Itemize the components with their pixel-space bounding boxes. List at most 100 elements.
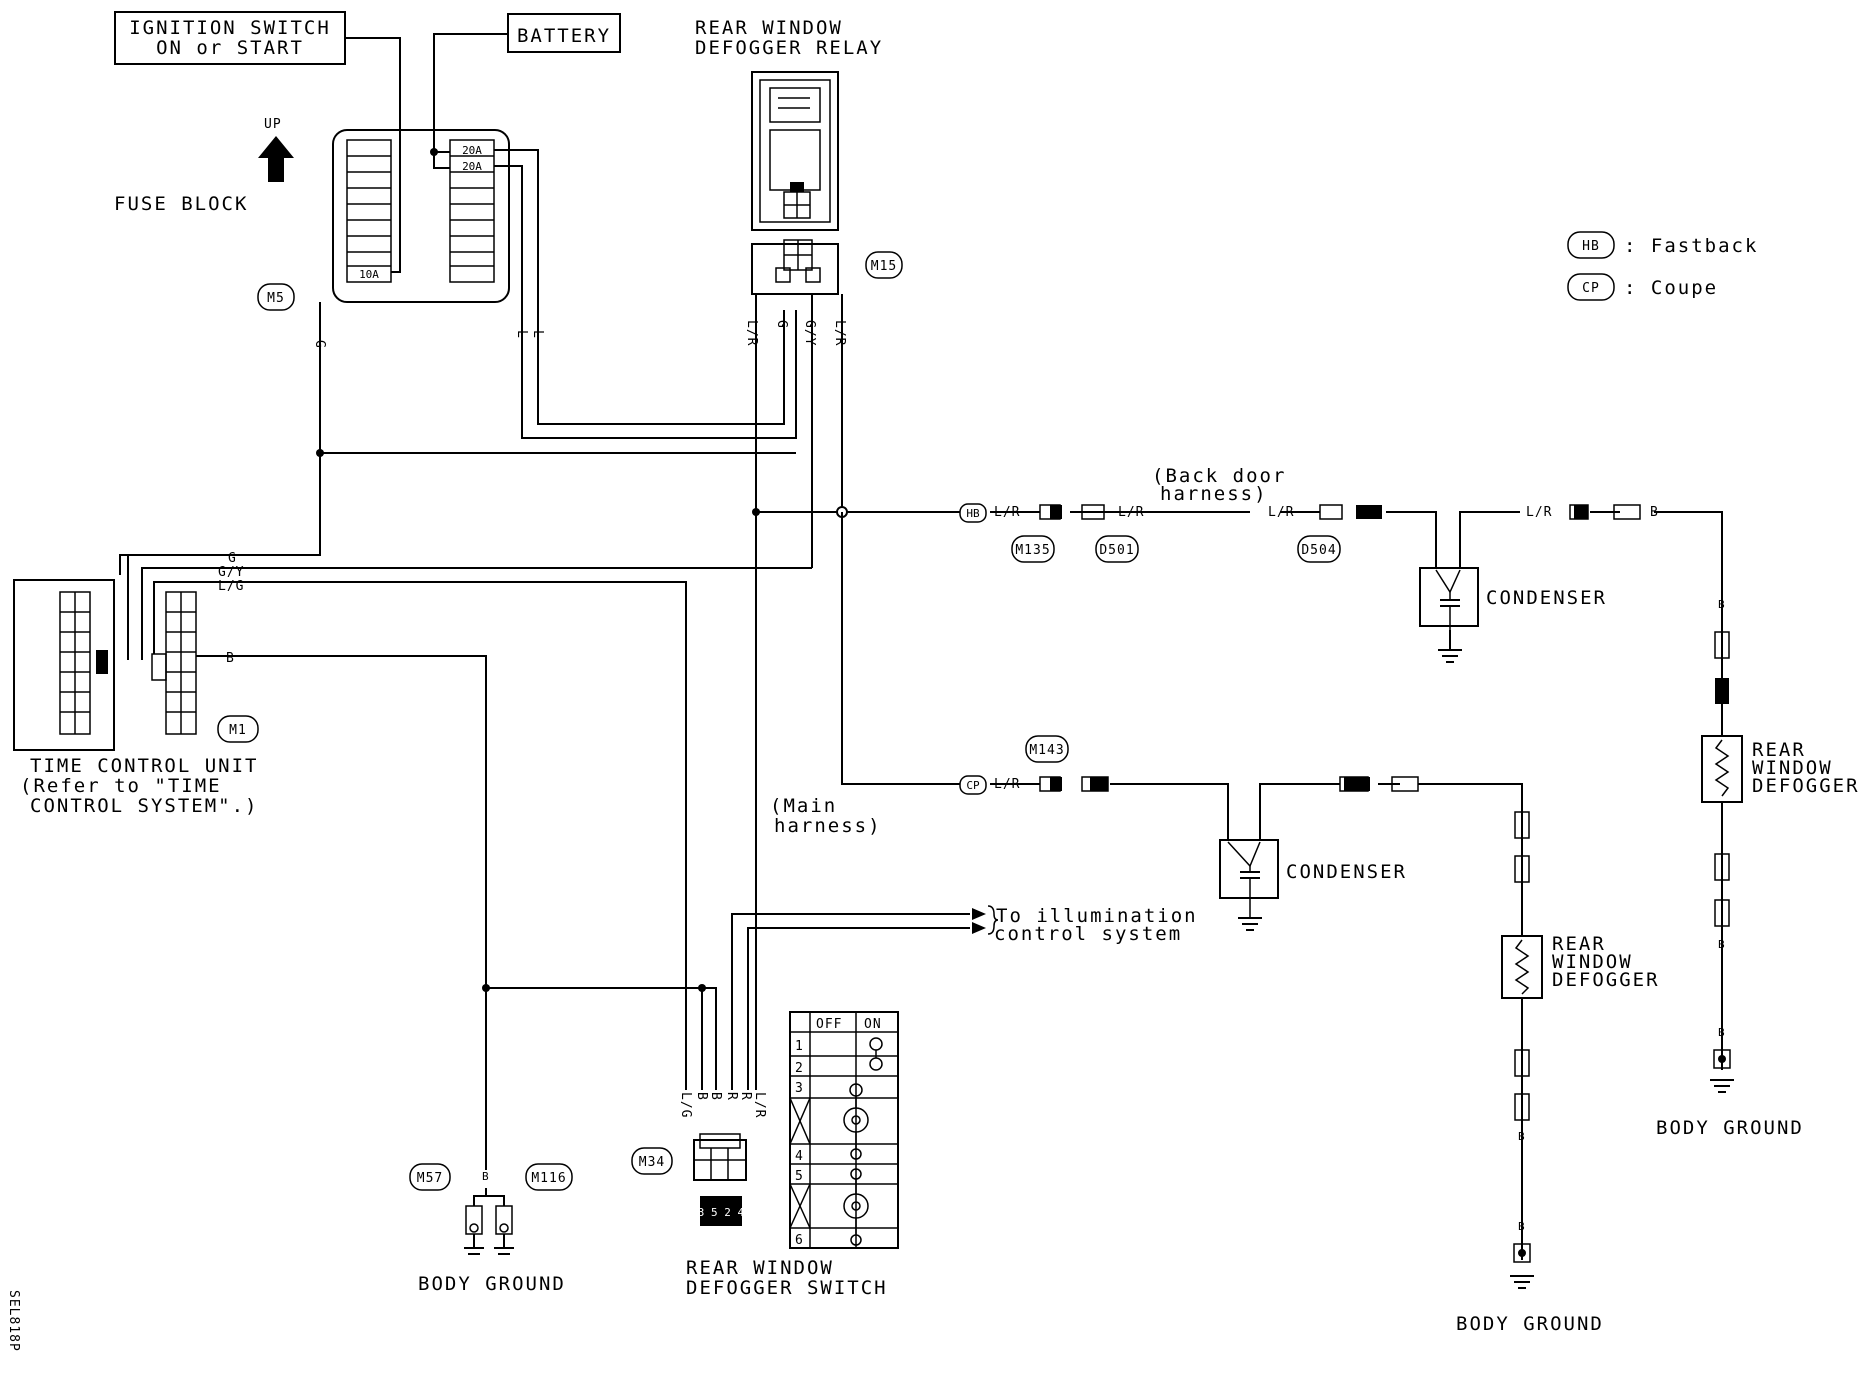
- svg-text:L/G: L/G: [218, 579, 244, 594]
- svg-text:R: R: [738, 1092, 753, 1101]
- svg-text:B: B: [482, 1170, 489, 1183]
- up-label: UP: [264, 117, 282, 132]
- ignition-switch-box: IGNITION SWITCH ON or START: [114, 11, 346, 65]
- svg-text:L/R: L/R: [994, 777, 1020, 792]
- switch-row-2: 2: [795, 1061, 804, 1076]
- svg-text:M57: M57: [417, 1171, 443, 1186]
- battery-label: BATTERY: [517, 25, 611, 47]
- svg-text:HB: HB: [1582, 239, 1600, 254]
- connector-m1: M1: [217, 715, 259, 743]
- svg-text:B: B: [226, 651, 235, 666]
- svg-text:G: G: [774, 320, 789, 329]
- time-control-unit: [13, 579, 197, 751]
- switch-row-5: 5: [795, 1169, 804, 1184]
- svg-text:G/Y: G/Y: [802, 320, 817, 346]
- condenser-cp: [1219, 839, 1279, 931]
- connector-m57: M57: [409, 1163, 451, 1191]
- body-ground-mid-label: BODY GROUND: [1456, 1313, 1604, 1335]
- tcu-label-2: (Refer to "TIME: [20, 775, 222, 797]
- svg-text:M143: M143: [1029, 743, 1064, 758]
- body-ground-left-label: BODY GROUND: [418, 1273, 566, 1295]
- svg-text:: Fastback: : Fastback: [1624, 235, 1758, 257]
- svg-text:L/R: L/R: [832, 320, 847, 346]
- connector-m143: M143: [1025, 735, 1069, 763]
- svg-text:L/R: L/R: [1118, 505, 1144, 520]
- svg-text:B: B: [1718, 1026, 1725, 1039]
- fuse-20a-2: 20A: [462, 160, 482, 173]
- svg-text:CP: CP: [966, 779, 980, 792]
- svg-text:HB: HB: [966, 507, 980, 520]
- condenser-hb-label: CONDENSER: [1486, 587, 1607, 609]
- svg-text:B: B: [1718, 938, 1725, 951]
- svg-text:B: B: [1518, 1130, 1525, 1143]
- svg-text:G: G: [228, 551, 237, 566]
- svg-text:L: L: [514, 330, 529, 339]
- connector-m5: M5: [257, 283, 295, 311]
- svg-text:M34: M34: [639, 1155, 665, 1170]
- tcu-label-3: CONTROL SYSTEM".): [30, 795, 258, 817]
- left-ground: B: [464, 1170, 514, 1255]
- svg-text:M135: M135: [1015, 543, 1050, 558]
- svg-text:M5: M5: [267, 291, 285, 306]
- switch-row-1: 1: [795, 1039, 804, 1054]
- diagram-code: SEL818P: [6, 1290, 21, 1352]
- switch-pin-label: 1 3 5 2 4 6: [685, 1206, 758, 1219]
- fuse-block-label: FUSE BLOCK: [114, 193, 248, 215]
- defogger-cp-label-1: REAR: [1552, 933, 1606, 955]
- defogger-cp-label-2: WINDOW: [1552, 951, 1633, 973]
- svg-text:D501: D501: [1099, 543, 1134, 558]
- illumination-label-1: To illumination: [996, 905, 1198, 927]
- legend-hb: HB : Fastback: [1567, 231, 1758, 259]
- switch-label-1: REAR WINDOW: [686, 1257, 834, 1279]
- defogger-hb-label-1: REAR: [1752, 739, 1806, 761]
- body-ground-right-label: BODY GROUND: [1656, 1117, 1804, 1139]
- svg-text:CP: CP: [1582, 281, 1600, 296]
- svg-text:L: L: [530, 330, 545, 339]
- defogger-cp-label-3: DEFOGGER: [1552, 969, 1660, 991]
- connector-m34: M34: [631, 1147, 673, 1175]
- svg-text:M15: M15: [871, 259, 897, 274]
- svg-text:B: B: [1650, 505, 1659, 520]
- illumination-wires: [731, 905, 999, 1070]
- tcu-label-1: TIME CONTROL UNIT: [30, 755, 258, 777]
- connector-m15: M15: [865, 251, 903, 279]
- svg-text:L/R: L/R: [752, 1092, 767, 1118]
- svg-text:R: R: [724, 1092, 739, 1101]
- switch-connector: 1 3 5 2 4 6: [685, 1133, 758, 1226]
- fuse-20a-1: 20A: [462, 144, 482, 157]
- main-harness-label-1: (Main: [770, 795, 837, 817]
- hb-branch-wires: [752, 506, 1723, 1070]
- defogger-hb-label-2: WINDOW: [1752, 757, 1833, 779]
- svg-text:G: G: [312, 340, 327, 349]
- relay-connector: [751, 239, 839, 295]
- relay-label-2: DEFOGGER RELAY: [695, 37, 883, 59]
- svg-text:L/R: L/R: [1268, 505, 1294, 520]
- svg-text:B: B: [1718, 598, 1725, 611]
- svg-text:: Coupe: : Coupe: [1624, 277, 1718, 299]
- switch-off-label: OFF: [816, 1017, 842, 1032]
- switch-table: [789, 1011, 899, 1249]
- switch-on-label: ON: [864, 1017, 882, 1032]
- svg-text:L/G: L/G: [678, 1092, 693, 1118]
- legend-cp: CP : Coupe: [1567, 273, 1718, 301]
- svg-text:B: B: [1518, 1220, 1525, 1233]
- svg-text:D504: D504: [1301, 543, 1336, 558]
- switch-row-3: 3: [795, 1081, 804, 1096]
- ignition-label-1: IGNITION SWITCH: [129, 17, 331, 39]
- up-arrow-icon: [258, 136, 294, 182]
- fuse-block: 20A 20A 10A: [332, 129, 510, 303]
- connector-m135: M135: [1011, 535, 1055, 563]
- back-door-label-1: (Back door: [1152, 465, 1286, 487]
- svg-text:M116: M116: [531, 1171, 566, 1186]
- switch-row-4: 4: [795, 1149, 804, 1164]
- ground-bus-wires: [300, 582, 757, 1170]
- connector-d501: D501: [1095, 535, 1139, 563]
- defogger-hb: B B B: [1701, 598, 1743, 1093]
- defogger-cp: B B: [1501, 811, 1543, 1289]
- svg-text:B: B: [694, 1092, 709, 1101]
- svg-text:L/R: L/R: [1526, 505, 1552, 520]
- fuse-10a: 10A: [359, 268, 379, 281]
- svg-text:M1: M1: [229, 723, 247, 738]
